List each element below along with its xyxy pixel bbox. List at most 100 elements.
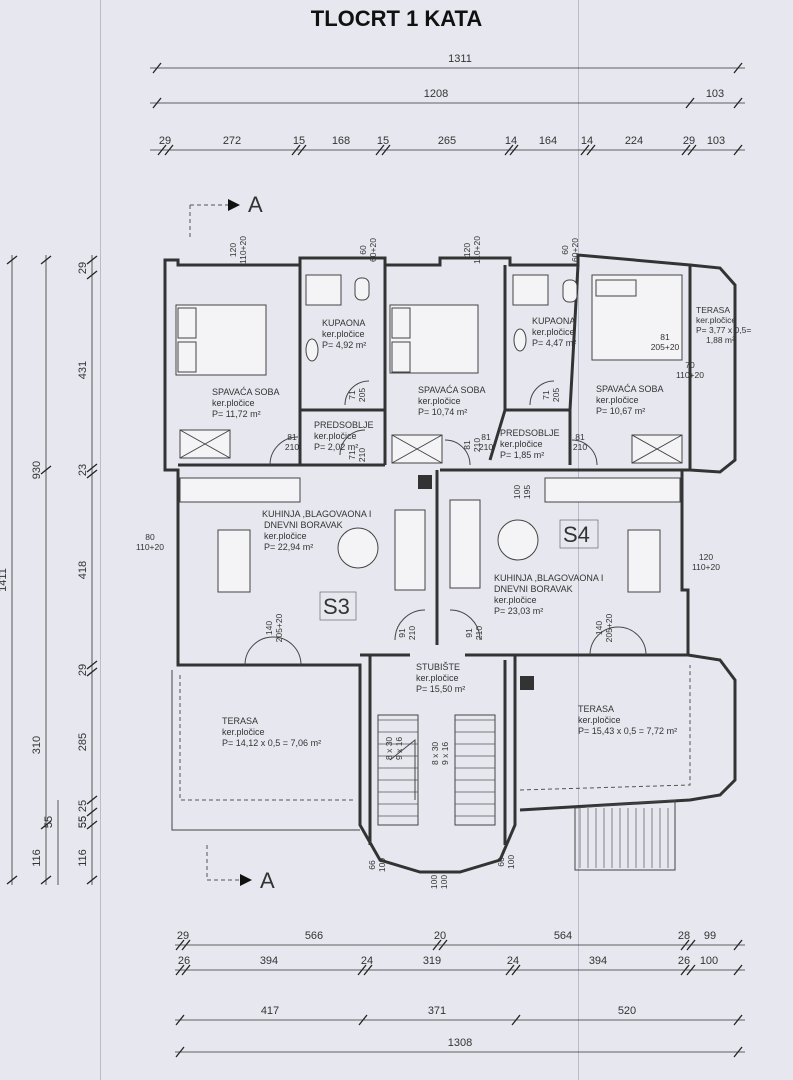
opening-19-height: 210 [474,626,484,640]
dim-bot-row3-1: 371 [428,1005,446,1017]
dim-top-row2-0: 1208 [424,88,448,100]
coffee-table-right [497,519,539,561]
room-8-name2: DNEVNI BORAVAK [264,520,343,530]
opening-11-height: 210 [357,448,367,462]
section-label-top: A [248,192,263,217]
door-swing-bath2 [529,380,555,406]
dim-left-inner-2: 23 [77,464,89,476]
toilet-2 [562,279,578,303]
room-6-area: P= 10,67 m² [596,406,645,416]
opening-8-width: 81 [287,432,297,442]
door-swing-bedroom3 [571,439,598,466]
opening-8-height: 210 [285,442,299,452]
furniture [175,274,683,690]
dim-left-inner-0: 29 [77,262,89,274]
dim-top-row3-6: 14 [505,135,517,147]
room-8-floor: ker.pločice [264,531,307,541]
opening-4-height: 205+20 [651,342,680,352]
dim-left-inner-3: 418 [77,561,89,579]
room-11-area: P= 14,12 x 0,5 = 7,06 m² [222,738,321,748]
opening-15-width: 120 [699,552,713,562]
toilet-1 [354,277,370,301]
unit-label-s3: S3 [323,594,350,619]
room-0-area: P= 11,72 m² [212,409,261,419]
room-10-area: P= 15,50 m² [416,684,465,694]
opening-21-width: 66 [496,857,506,867]
room-3-name: SPAVAĆA SOBA [418,385,486,395]
opening-22-height: 100 [439,875,449,889]
dim-bot-row1-1: 566 [305,930,323,942]
opening-9-height: 210 [479,442,493,452]
drawing-title: TLOCRT 1 KATA [310,6,483,31]
room-8-name: KUHINJA ,BLAGOVAONA I [262,509,371,519]
building-walls [163,253,737,874]
shower-1 [305,274,342,306]
door-swing-entry-left [394,609,426,641]
room-5-floor: ker.pločice [500,439,543,449]
dim-top-row3-7: 164 [539,135,557,147]
room-4-floor: ker.pločice [532,327,575,337]
door-swing-terrace-left [244,636,302,666]
dim-top-row2-1: 103 [706,88,724,100]
opening-7-width: 71 [541,390,551,400]
terrace-left-outline [171,670,360,831]
kitchen-counter-right [544,477,681,503]
opening-10-width: 81 [575,432,585,442]
room-8-area: P= 22,94 m² [264,542,313,552]
opening-16-height: 205+20 [274,613,284,642]
opening-20-width: 66 [367,860,377,870]
opening-4-width: 81 [660,332,670,342]
room-5-name: PREDSOBLJE [500,428,560,438]
terrace-top-right-wall [689,263,737,474]
room-2-name: PREDSOBLJE [314,420,374,430]
pillow-1b [177,341,197,373]
dim-top-row3-4: 15 [377,135,389,147]
stair-label-0: 8 x 30 [384,737,394,760]
section-marker-bottom: A [206,845,275,893]
room-12-name: TERASA [578,704,614,714]
pillow-2b [391,341,411,373]
opening-3-width: 60 [560,245,570,255]
opening-1-height: 60+20 [368,238,378,262]
room-0-name: SPAVAĆA SOBA [212,387,280,397]
room-4-name: KUPAONA [532,316,575,326]
terrace-right-wall [519,653,737,812]
dim-top-row3-11: 103 [707,135,725,147]
room-12-area: P= 15,43 x 0,5 = 7,72 m² [578,726,677,736]
stair-exterior-right [574,799,676,871]
dim-bot-row2-5: 394 [589,955,607,967]
room-1-area: P= 4,92 m² [322,340,366,350]
pillow-2a [391,307,411,339]
opening-6-width: 71 [347,390,357,400]
opening-14-width: 80 [145,532,155,542]
dim-left-middle-2: 116 [31,849,43,867]
opening-7-height: 205 [551,388,561,402]
dim-bot-row3-2: 520 [618,1005,636,1017]
opening-19-width: 91 [464,628,474,638]
unit-label-s4: S4 [563,522,590,547]
dim-left-middle-1: 310 [31,736,43,754]
dim-bot-row1-3: 564 [554,930,572,942]
dim-left-inner-8: 55 [77,816,89,828]
stair-flight-right [454,714,496,826]
opening-16-width: 140 [264,621,274,635]
dim-bot-row1-2: 20 [434,930,446,942]
room-2-area: P= 2,02 m² [314,442,358,452]
dim-top-row3-3: 168 [332,135,350,147]
dim-left-middle-0: 930 [31,461,43,479]
pillow-3 [595,279,637,297]
room-9-name2: DNEVNI BORAVAK [494,584,573,594]
door-swing-entry-right [449,609,481,641]
opening-12-width: 81 [462,440,472,450]
sofa-right [449,499,481,589]
stair-label-2: 8 x 30 [430,742,440,765]
room-7-floor: ker.pločice [696,315,736,325]
opening-17-height: 205+20 [604,613,614,642]
dim-left-extra-0: 55 [43,816,55,828]
opening-6-height: 205 [357,388,367,402]
opening-17-width: 140 [594,621,604,635]
kitchen-counter-left [179,477,301,503]
room-11-floor: ker.pločice [222,727,265,737]
interior-steps [378,719,495,817]
